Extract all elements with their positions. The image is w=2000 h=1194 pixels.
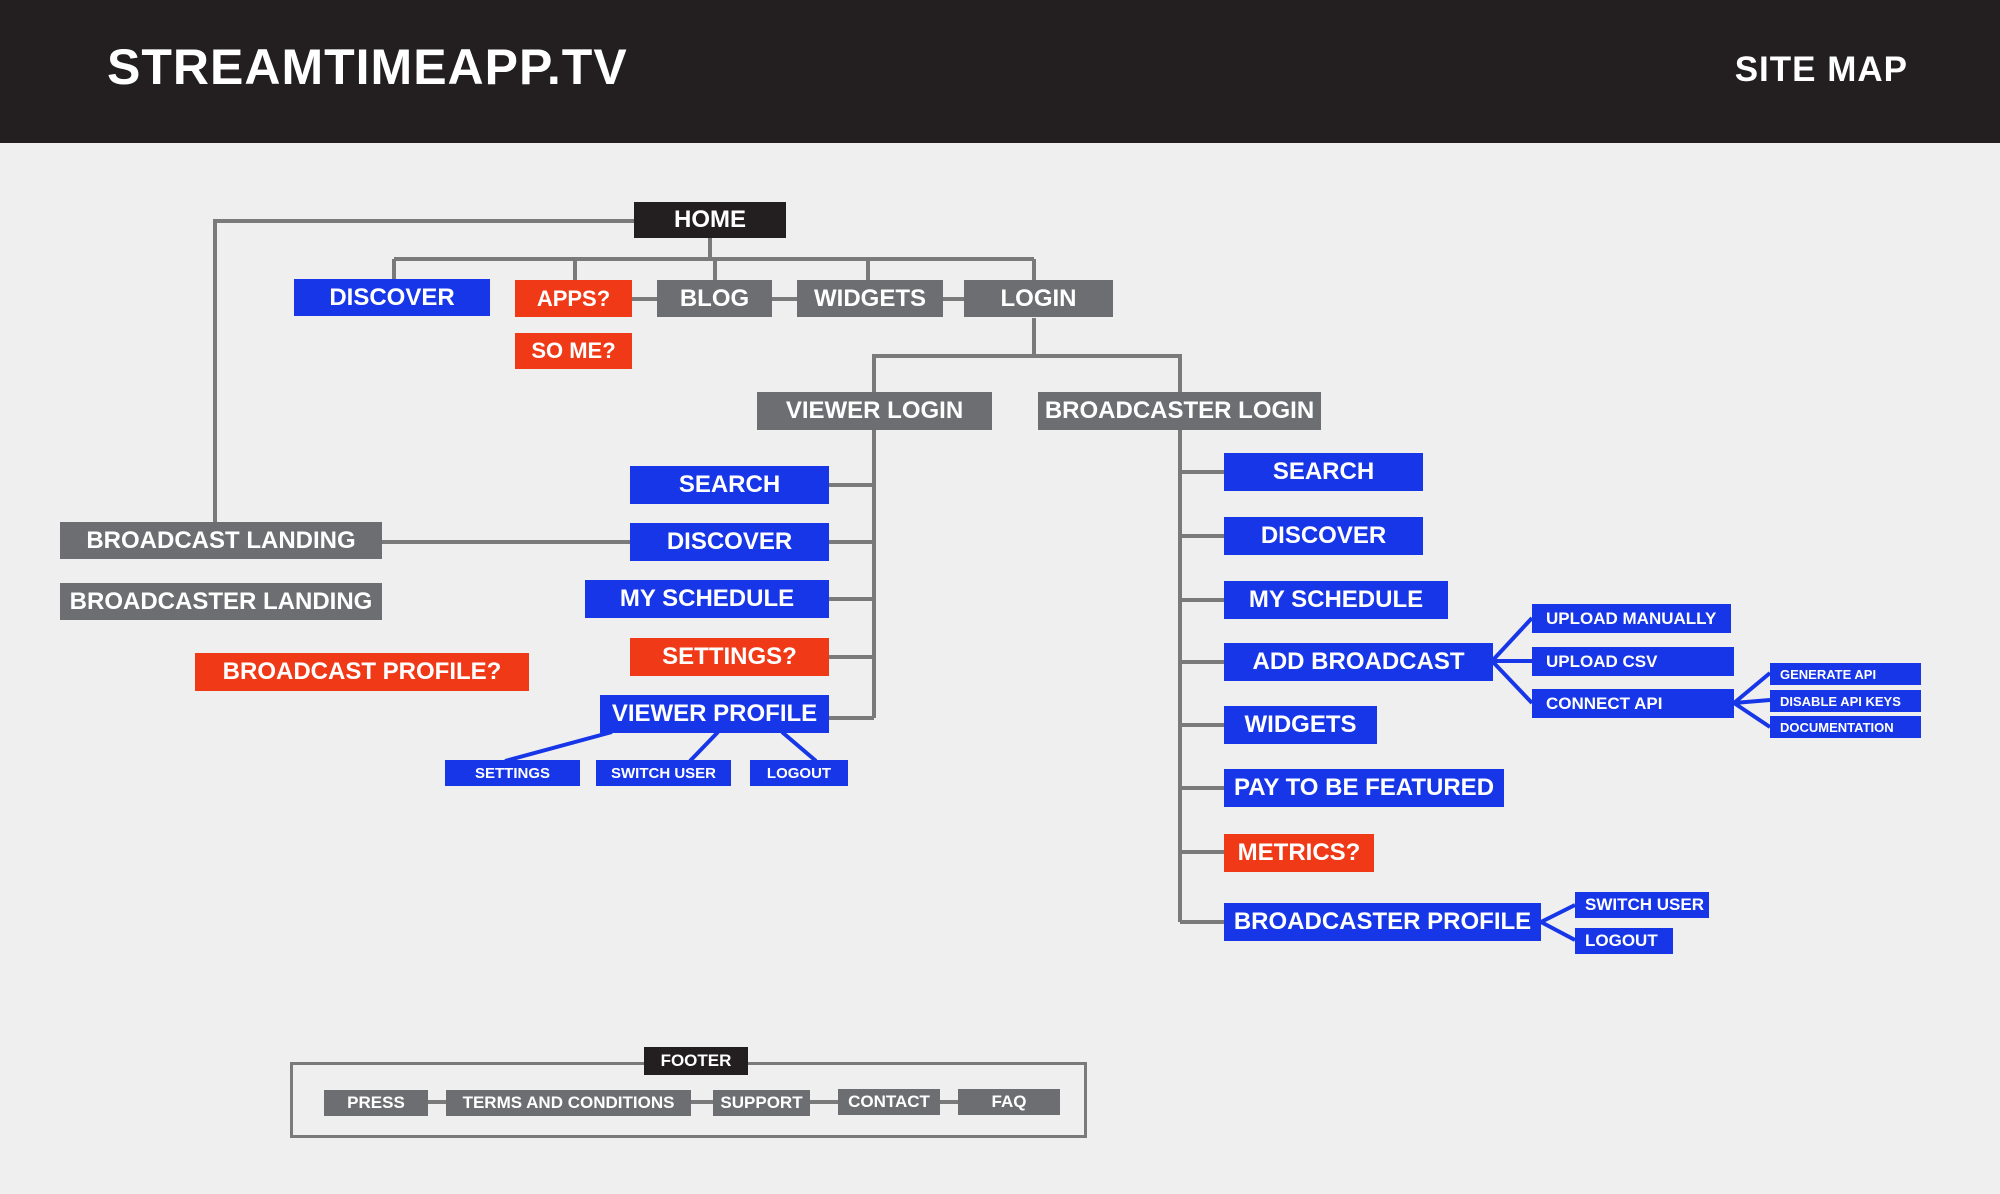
link-vprofile-switch <box>688 730 720 763</box>
node-broadcaster-logout[interactable]: LOGOUT <box>1575 928 1673 954</box>
node-viewer-logout[interactable]: LOGOUT <box>750 760 848 786</box>
node-viewer-search[interactable]: SEARCH <box>630 466 829 504</box>
footer-faq[interactable]: FAQ <box>958 1089 1060 1115</box>
node-broadcast-landing[interactable]: BROADCAST LANDING <box>60 522 382 559</box>
node-upload-manually[interactable]: UPLOAD MANUALLY <box>1532 604 1731 633</box>
node-broadcaster-switch-user[interactable]: SWITCH USER <box>1575 892 1709 918</box>
node-viewer-profile-settings[interactable]: SETTINGS <box>445 760 580 786</box>
node-connect-api[interactable]: CONNECT API <box>1532 689 1734 718</box>
node-broadcaster-my-schedule[interactable]: MY SCHEDULE <box>1224 581 1448 619</box>
link-add-connect-api <box>1491 660 1534 705</box>
node-metrics[interactable]: METRICS? <box>1224 834 1374 872</box>
node-so-me[interactable]: SO ME? <box>515 333 632 369</box>
node-viewer-login[interactable]: VIEWER LOGIN <box>757 392 992 430</box>
link-login-split <box>872 318 1036 392</box>
footer-terms[interactable]: TERMS AND CONDITIONS <box>446 1090 691 1116</box>
link-home-broadcast-landing <box>213 219 634 522</box>
node-broadcaster-search[interactable]: SEARCH <box>1224 453 1423 491</box>
node-viewer-switch-user[interactable]: SWITCH USER <box>596 760 731 786</box>
link-api-generate <box>1732 671 1772 705</box>
node-upload-csv[interactable]: UPLOAD CSV <box>1532 647 1734 676</box>
node-viewer-my-schedule[interactable]: MY SCHEDULE <box>585 580 829 618</box>
page-title: SITE MAP <box>1734 50 1908 89</box>
node-broadcaster-widgets[interactable]: WIDGETS <box>1224 706 1377 744</box>
link-bprofile-switch <box>1540 903 1576 924</box>
node-viewer-profile[interactable]: VIEWER PROFILE <box>600 695 829 733</box>
link-add-upload-manual <box>1491 616 1534 662</box>
node-broadcaster-landing[interactable]: BROADCASTER LANDING <box>60 583 382 620</box>
link-api-disable <box>1733 698 1771 705</box>
node-broadcast-profile[interactable]: BROADCAST PROFILE? <box>195 653 529 691</box>
footer-support[interactable]: SUPPORT <box>713 1090 810 1116</box>
node-login[interactable]: LOGIN <box>964 280 1113 317</box>
node-pay-to-be-featured[interactable]: PAY TO BE FEATURED <box>1224 769 1504 807</box>
site-brand: STREAMTIMEAPP.TV <box>107 39 628 95</box>
link-api-doc <box>1732 701 1772 729</box>
node-home[interactable]: HOME <box>634 202 786 238</box>
link-bprofile-logout <box>1540 920 1576 942</box>
node-documentation[interactable]: DOCUMENTATION <box>1770 716 1921 738</box>
node-add-broadcast[interactable]: ADD BROADCAST <box>1224 643 1493 681</box>
node-viewer-discover[interactable]: DISCOVER <box>630 523 829 561</box>
node-discover[interactable]: DISCOVER <box>294 279 490 316</box>
node-generate-api[interactable]: GENERATE API <box>1770 663 1921 685</box>
node-widgets[interactable]: WIDGETS <box>797 280 943 317</box>
link-vprofile-logout <box>780 730 818 763</box>
node-apps[interactable]: APPS? <box>515 280 632 317</box>
node-blog[interactable]: BLOG <box>657 280 772 317</box>
link-vprofile-settings <box>504 730 613 763</box>
node-broadcaster-login[interactable]: BROADCASTER LOGIN <box>1038 392 1321 430</box>
node-disable-api-keys[interactable]: DISABLE API KEYS <box>1770 690 1921 712</box>
header-bar: STREAMTIMEAPP.TV SITE MAP <box>0 0 2000 143</box>
node-broadcaster-profile[interactable]: BROADCASTER PROFILE <box>1224 903 1541 941</box>
footer-label: FOOTER <box>644 1047 748 1075</box>
node-broadcaster-discover[interactable]: DISCOVER <box>1224 517 1423 555</box>
node-viewer-settings[interactable]: SETTINGS? <box>630 638 829 676</box>
footer-contact[interactable]: CONTACT <box>838 1089 940 1115</box>
footer-press[interactable]: PRESS <box>324 1090 428 1116</box>
